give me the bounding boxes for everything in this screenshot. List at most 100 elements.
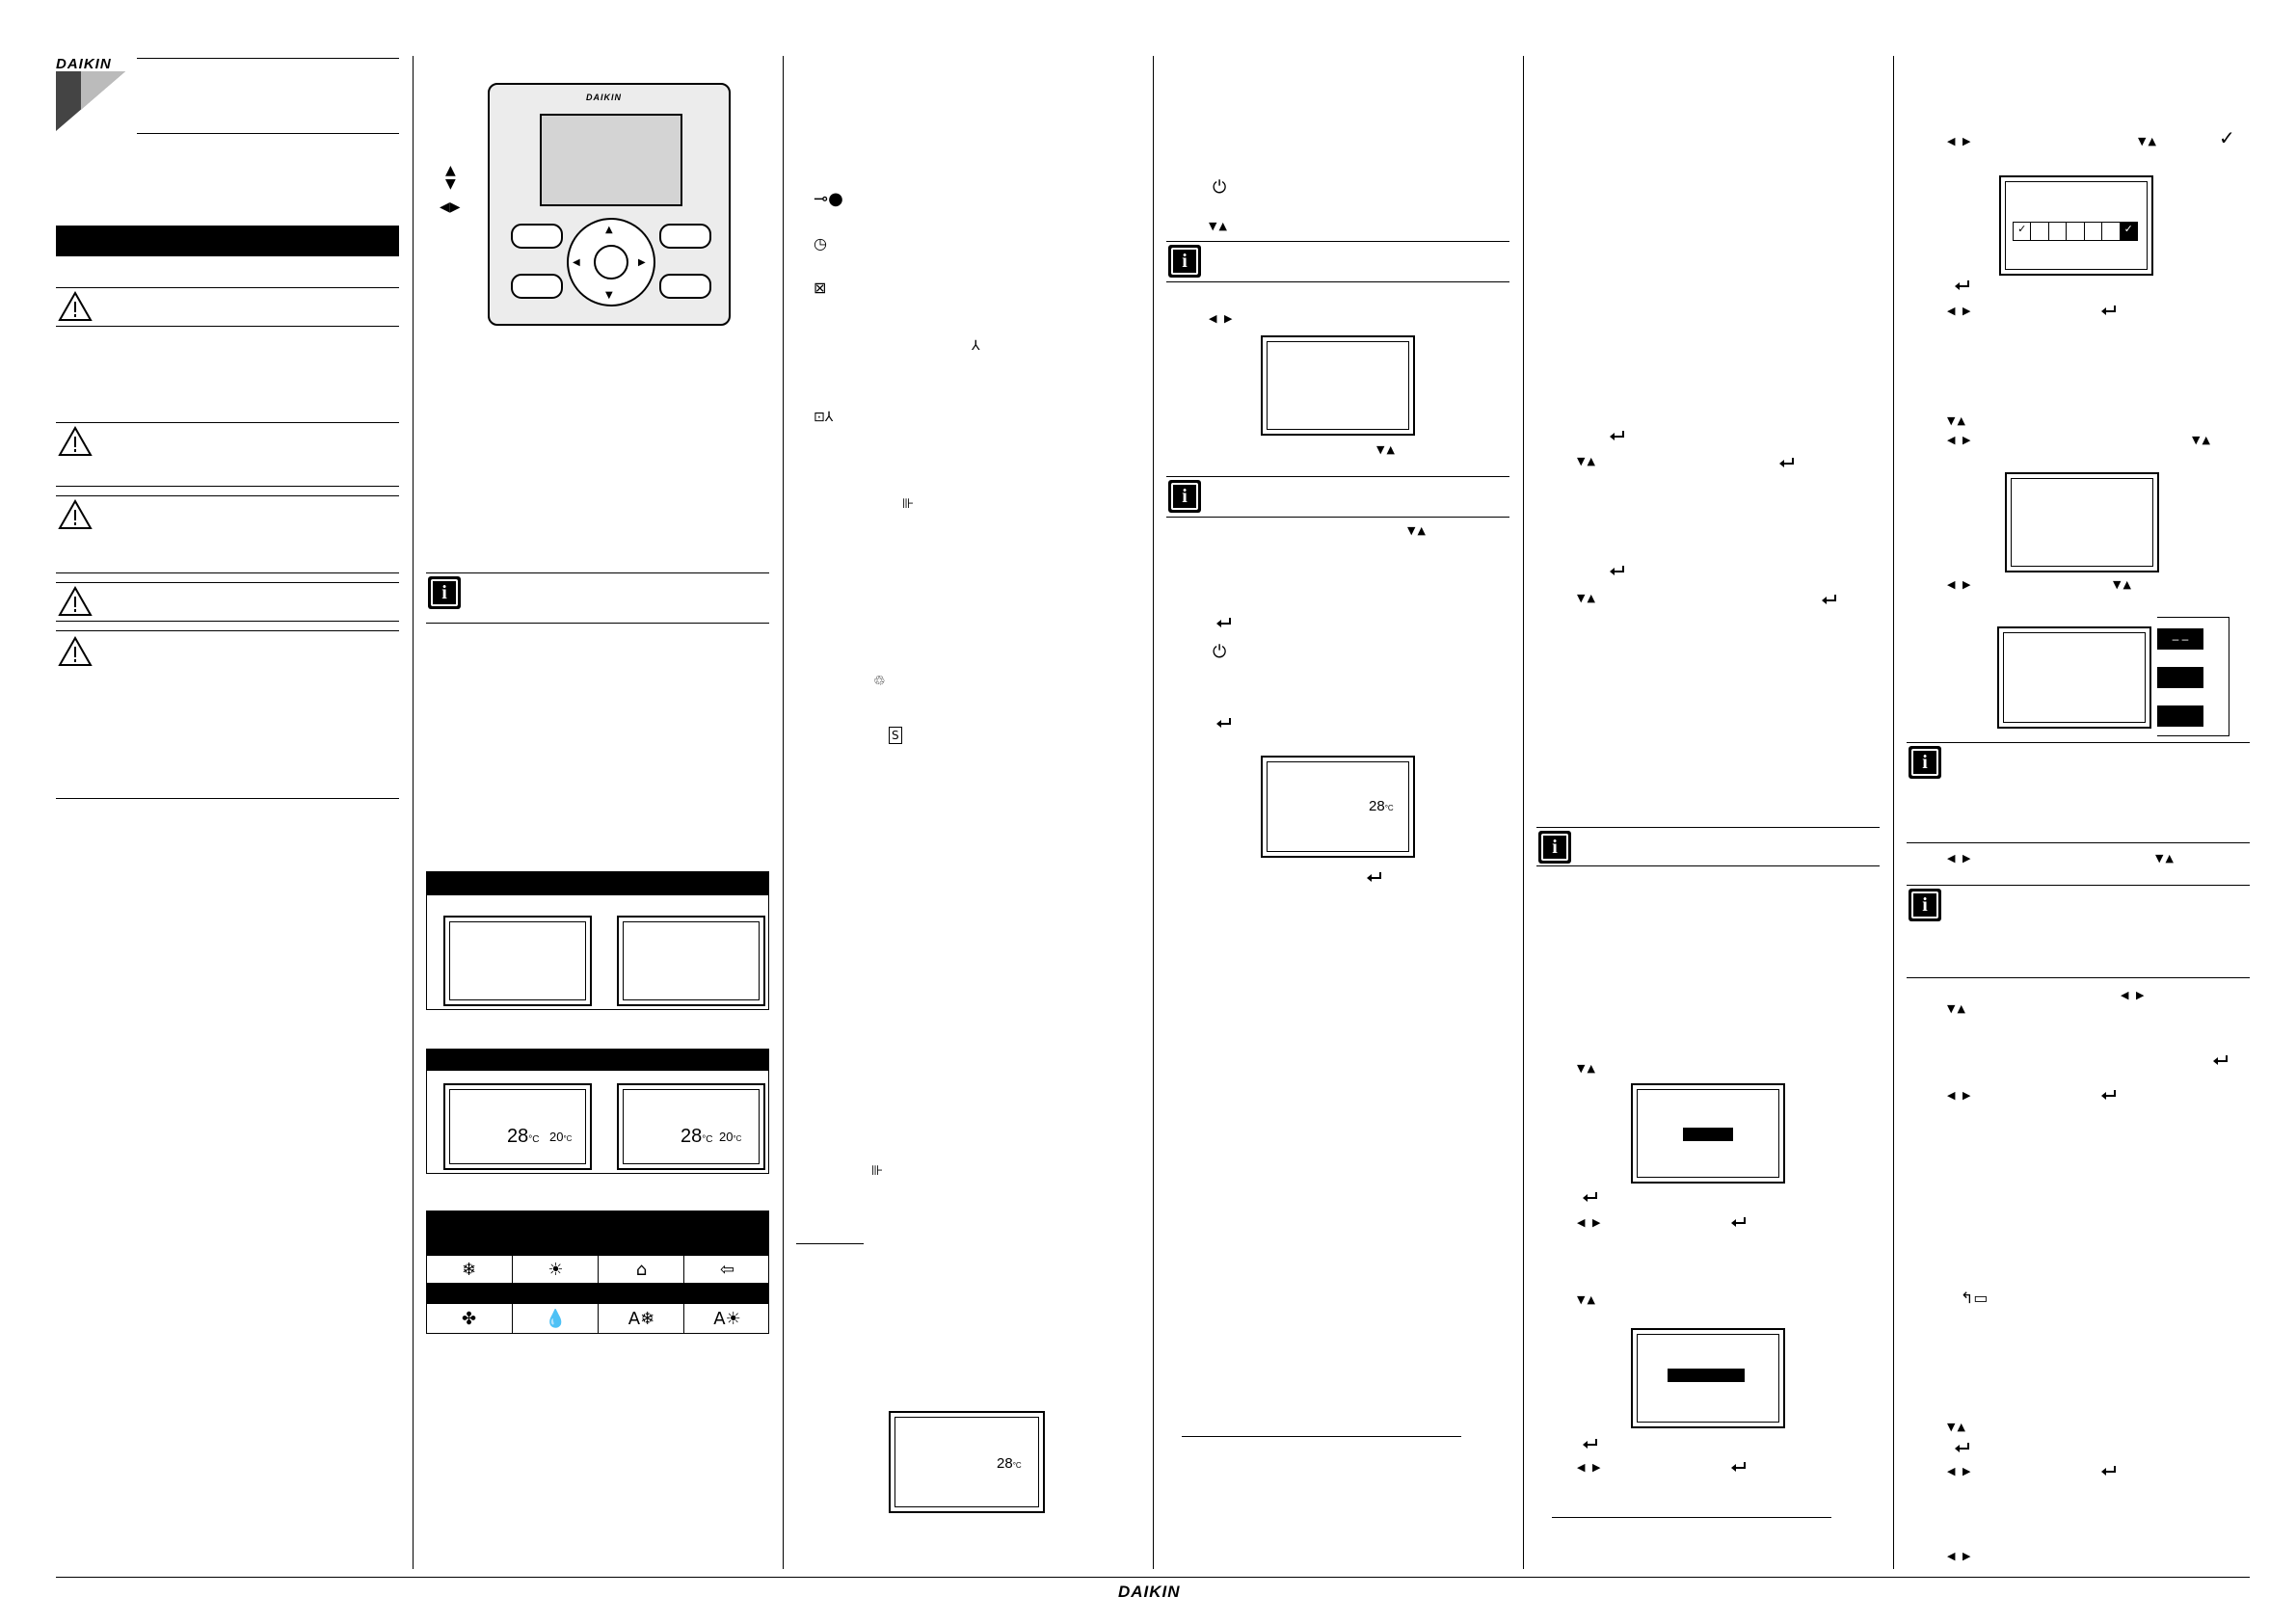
enter-icon	[1731, 1462, 1746, 1472]
warning-rule-5a	[56, 630, 399, 631]
up-down-arrow-icon: ▼▲	[2113, 578, 2133, 591]
cool-mode-icon: ❄	[461, 1259, 477, 1280]
display-table-1	[426, 894, 769, 1010]
left-right-arrow-icon: ◀ ▶	[1209, 312, 1235, 325]
info-icon: i	[1168, 480, 1201, 513]
left-right-arrow-icon: ◀ ▶	[1947, 135, 1973, 147]
warning-triangle-icon	[58, 426, 93, 456]
up-down-arrow-icon: ▼▲	[2138, 135, 2158, 147]
warning-triangle-icon	[58, 291, 93, 321]
enter-icon	[1216, 718, 1231, 728]
title-rule-top	[137, 58, 399, 59]
lcd-confirm-1	[1631, 1083, 1785, 1184]
warning-rule-2b	[56, 486, 399, 487]
enter-icon	[1610, 566, 1624, 575]
lcd-temp-e: 28°C	[997, 1455, 1022, 1472]
lcd-temp-f: 28°C	[1369, 798, 1394, 814]
left-right-arrow-icon: ◀ ▶	[1947, 305, 1973, 317]
warning-triangle-icon	[58, 586, 93, 616]
air-purify-mode-icon: ⇦	[683, 1255, 770, 1284]
auto-heat-mode-icon: A☀	[683, 1303, 770, 1334]
s-icon: S	[889, 727, 902, 744]
warning-rule-3a	[56, 495, 399, 496]
cancel-button-icon: ↰▭	[1961, 1289, 1989, 1307]
lcd-temp-d: 20°C	[719, 1130, 742, 1144]
defrost-icon: ♲	[873, 674, 886, 689]
enter-icon	[2101, 306, 2116, 315]
enter-icon	[1367, 872, 1381, 882]
column-divider-4	[1523, 56, 1524, 1569]
dry-mode-icon: 💧	[512, 1303, 599, 1334]
enter-icon	[2101, 1466, 2116, 1476]
enter-icon	[1583, 1192, 1597, 1202]
enter-icon	[1610, 431, 1624, 440]
info-rule-bottom-c4b	[1166, 517, 1509, 518]
lcd-temp-c: 28°C	[681, 1126, 713, 1147]
footer-logo: DAIKIN	[1118, 1583, 1181, 1601]
remote-button-fan[interactable]	[511, 274, 563, 299]
fan-mode-icon: ✤	[461, 1308, 477, 1329]
up-down-arrow-icon: ▼▲	[1577, 1293, 1597, 1306]
up-down-arrow-icon: ▼▲	[1947, 1421, 1967, 1433]
enter-icon	[1216, 618, 1231, 627]
display-table-header-1	[426, 871, 769, 894]
info-rule-top-c4a	[1166, 241, 1509, 242]
enter-icon	[1955, 280, 1969, 290]
enter-icon	[1822, 595, 1836, 604]
info-rule-top-c4b	[1166, 476, 1509, 477]
up-down-arrow-icon: ▼▲	[1577, 592, 1597, 604]
info-icon: i	[428, 576, 461, 609]
lcd-schedule-1	[2005, 472, 2159, 572]
left-right-arrow-icon: ◀▶	[440, 200, 461, 215]
door-icon-2: ⊪	[871, 1163, 884, 1179]
ventilation-mode-icon: ⌂	[598, 1255, 684, 1284]
up-down-arrow-icon: ▼▲	[1577, 455, 1597, 467]
up-down-arrow-icon: ▼▲	[1376, 443, 1397, 456]
remote-button-mode[interactable]	[511, 224, 563, 249]
warning-rule-1a	[56, 287, 399, 288]
title-rule-bottom	[137, 133, 399, 134]
info-rule-top-c6b	[1907, 885, 2250, 886]
remote-button-cancel[interactable]	[659, 274, 711, 299]
column-divider-1	[413, 56, 414, 1569]
warning-rule-4b	[56, 621, 399, 622]
up-down-arrow-icon: ▼▲	[2155, 852, 2176, 865]
left-right-arrow-icon: ◀ ▶	[1947, 1465, 1973, 1477]
display-table-header-2	[426, 1049, 769, 1070]
footnote-rule-c5a	[1182, 1436, 1461, 1437]
remote-button-power[interactable]	[659, 224, 711, 249]
info-icon: i	[1909, 889, 1941, 921]
info-rule-top-c5	[1536, 827, 1880, 828]
enter-icon	[1731, 1217, 1746, 1227]
footnote-rule-c5b	[1552, 1517, 1831, 1518]
footnote-rule	[796, 1243, 864, 1244]
lcd-example-7: 28°C	[1261, 756, 1415, 858]
enter-icon	[1583, 1439, 1597, 1449]
schedule-value-box-2	[2157, 667, 2203, 688]
filter-icon: ⊠	[814, 279, 827, 297]
info-rule-top-c6a	[1907, 742, 2250, 743]
remote-controller-illustration: DAIKIN ▲ ▼ ◀ ▶	[488, 83, 731, 326]
warning-triangle-icon	[58, 499, 93, 529]
enter-icon	[1779, 458, 1794, 467]
warning-rule-1b	[56, 326, 399, 327]
up-down-arrow-icon: ▼▲	[1407, 524, 1428, 537]
section-header-bar	[56, 226, 399, 256]
left-right-arrow-icon: ◀ ▶	[1947, 1089, 1973, 1102]
info-rule-bottom-c5	[1536, 865, 1880, 866]
key-icon: ⊸●	[814, 189, 843, 209]
lcd-confirm-2	[1631, 1328, 1785, 1428]
lcd-temp-a: 28°C	[507, 1126, 540, 1147]
mode-table-header-2	[426, 1284, 769, 1303]
ventilation-icon: ⊡⅄	[814, 410, 834, 425]
left-right-arrow-icon: ◀ ▶	[1947, 578, 1973, 591]
column-divider-5	[1893, 56, 1894, 1569]
check-icon: ✓	[2219, 126, 2235, 149]
up-down-arrow-icon: ▼▲	[2192, 434, 2212, 446]
remote-logo: DAIKIN	[586, 93, 622, 102]
enter-icon	[2213, 1055, 2228, 1065]
up-down-arrow-icon: ▼▲	[1947, 414, 1967, 427]
column-divider-2	[783, 56, 784, 1569]
left-right-arrow-icon: ◀ ▶	[1577, 1216, 1603, 1229]
info-icon: i	[1909, 746, 1941, 779]
